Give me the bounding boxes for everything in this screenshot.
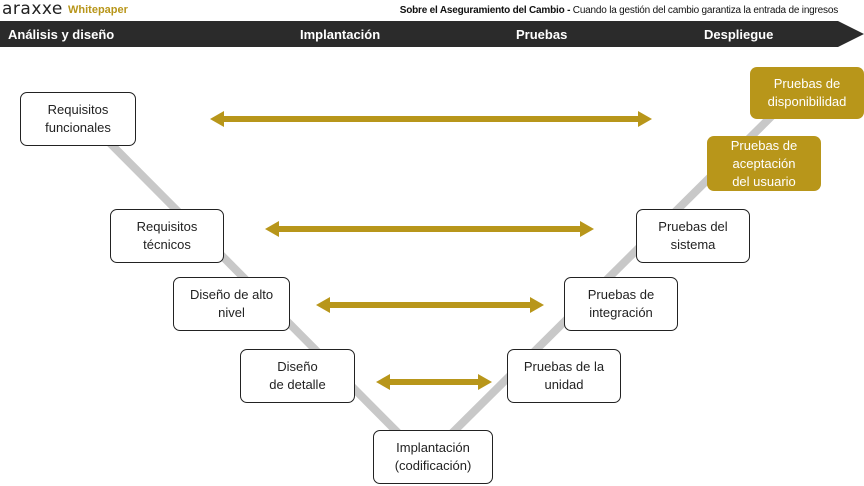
box-label: Requisitos funcionales	[45, 102, 111, 135]
box-pruebas-sistema: Pruebas del sistema	[636, 209, 750, 263]
box-label: Implantación (codificación)	[394, 440, 472, 473]
box-implantacion-codificacion: Implantación (codificación)	[373, 430, 493, 484]
whitepaper-label: Whitepaper	[68, 4, 128, 16]
document-title-rest: Cuando la gestión del cambio garantiza l…	[570, 5, 838, 16]
phase-implantacion: Implantación	[300, 27, 381, 42]
phase-arrow-bar	[0, 21, 864, 47]
box-requisitos-funcionales: Requisitos funcionales	[20, 92, 136, 146]
double-arrow-4	[376, 374, 492, 390]
box-pruebas-unidad: Pruebas de la unidad	[507, 349, 621, 403]
box-label: Requisitos técnicos	[136, 219, 198, 252]
box-pruebas-aceptacion-usuario: Pruebas de aceptación del usuario	[707, 136, 821, 191]
araxxe-logo: araxxe	[2, 0, 63, 19]
box-requisitos-tecnicos: Requisitos técnicos	[110, 209, 224, 263]
box-pruebas-integracion: Pruebas de integración	[564, 277, 678, 331]
box-pruebas-disponibilidad: Pruebas de disponibilidad	[750, 67, 864, 119]
box-label: Diseño de detalle	[269, 359, 326, 392]
phase-despliegue: Despliegue	[704, 27, 774, 42]
box-label: Pruebas de aceptación del usuario	[730, 137, 798, 189]
box-diseno-alto-nivel: Diseño de alto nivel	[173, 277, 290, 331]
double-arrows	[210, 111, 652, 390]
phase-pruebas: Pruebas	[516, 27, 568, 42]
phase-analisis-diseno: Análisis y diseño	[8, 27, 115, 42]
document-title: Sobre el Aseguramiento del Cambio - Cuan…	[400, 5, 838, 16]
box-label: Diseño de alto nivel	[189, 287, 274, 320]
box-label: Pruebas del sistema	[658, 219, 728, 252]
double-arrow-1	[210, 111, 652, 127]
box-label: Pruebas de integración	[587, 287, 655, 320]
document-title-bold: Sobre el Aseguramiento del Cambio -	[399, 5, 571, 16]
box-label: Pruebas de la unidad	[523, 359, 605, 392]
box-label: Pruebas de disponibilidad	[767, 76, 847, 109]
box-diseno-detalle: Diseño de detalle	[240, 349, 355, 403]
double-arrow-3	[316, 297, 544, 313]
double-arrow-2	[265, 221, 594, 237]
